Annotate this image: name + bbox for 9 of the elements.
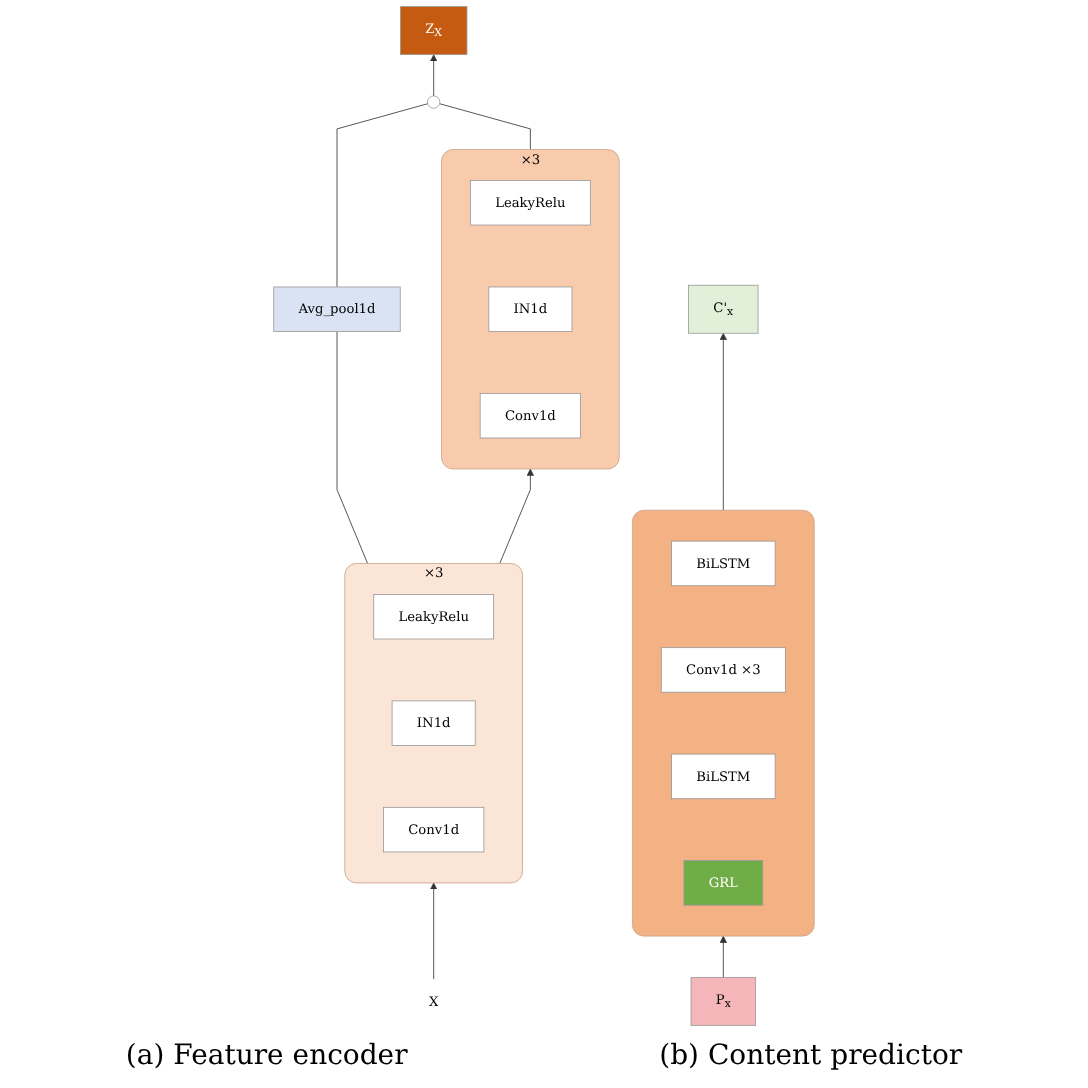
cluster	[441, 149, 620, 470]
connector	[336, 103, 429, 288]
connector	[439, 103, 531, 150]
node-circle	[427, 95, 441, 109]
cluster	[632, 509, 815, 937]
figure-caption: (b) Content predictor	[659, 1040, 963, 1072]
cluster	[344, 563, 523, 884]
connector	[336, 331, 368, 564]
figure-caption: (a) Feature encoder	[125, 1040, 408, 1072]
